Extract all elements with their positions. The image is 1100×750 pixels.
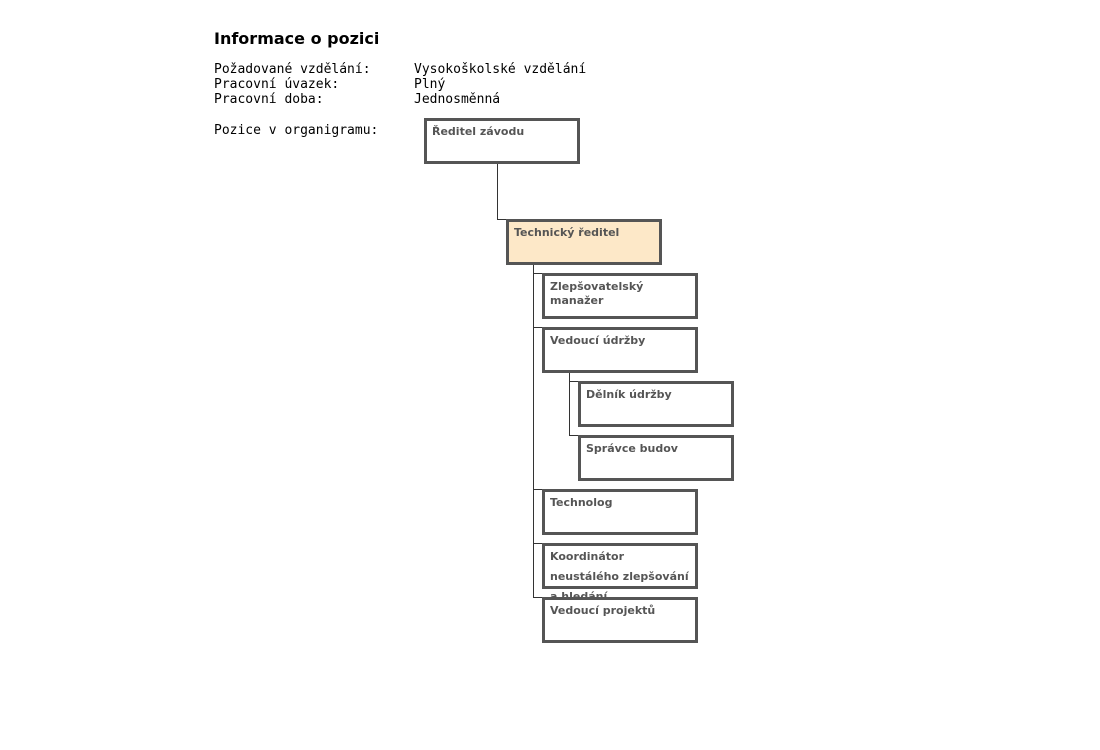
info-value: Vysokoškolské vzdělání: [414, 62, 587, 77]
org-node-label: Technolog: [550, 496, 613, 509]
org-node-label: Zlepšovatelský manažer: [550, 280, 644, 307]
connector-line: [533, 489, 543, 490]
org-node-label: Koordinátor neustálého zlepšování a hled…: [550, 550, 689, 603]
org-node-label: Správce budov: [586, 442, 678, 455]
org-node-maintenance-worker: Dělník údržby: [578, 381, 734, 427]
org-node-improvement-manager: Zlepšovatelský manažer: [542, 273, 698, 319]
connector-line: [569, 435, 579, 436]
info-label: Pracovní doba:: [214, 92, 324, 107]
connector-line: [497, 219, 508, 220]
connector-line: [533, 264, 534, 598]
org-node-label: Technický ředitel: [514, 226, 620, 239]
connector-line: [497, 163, 498, 220]
info-label: Pracovní úvazek:: [214, 77, 340, 92]
org-node-plant-director: Ředitel závodu: [424, 118, 580, 164]
connector-line: [533, 327, 543, 328]
org-node-label: Vedoucí projektů: [550, 604, 656, 617]
org-node-maintenance-lead: Vedoucí údržby: [542, 327, 698, 373]
connector-line: [569, 381, 579, 382]
section-title: Informace o pozici: [214, 29, 380, 48]
info-value: Jednosměnná: [414, 92, 501, 107]
info-row-education: Požadované vzdělání: Vysokoškolské vzdělá…: [214, 62, 586, 77]
connector-line: [569, 372, 570, 436]
info-label: Požadované vzdělání:: [214, 62, 371, 77]
org-node-building-manager: Správce budov: [578, 435, 734, 481]
info-row-workload: Pracovní úvazek: Plný: [214, 77, 445, 92]
connector-line: [533, 543, 543, 544]
org-node-technologist: Technolog: [542, 489, 698, 535]
info-row-shift: Pracovní doba: Jednosměnná: [214, 92, 500, 107]
connector-line: [533, 273, 543, 274]
org-node-technical-director: Technický ředitel: [506, 219, 662, 265]
orgchart-label: Pozice v organigramu:: [214, 123, 379, 138]
org-node-label: Vedoucí údržby: [550, 334, 646, 347]
org-node-label: Ředitel závodu: [432, 125, 525, 138]
org-node-label: Dělník údržby: [586, 388, 672, 401]
info-value: Plný: [414, 77, 446, 92]
org-node-project-lead: Vedoucí projektů: [542, 597, 698, 643]
org-node-coordinator: Koordinátor neustálého zlepšování a hled…: [542, 543, 698, 603]
connector-line: [533, 597, 543, 598]
